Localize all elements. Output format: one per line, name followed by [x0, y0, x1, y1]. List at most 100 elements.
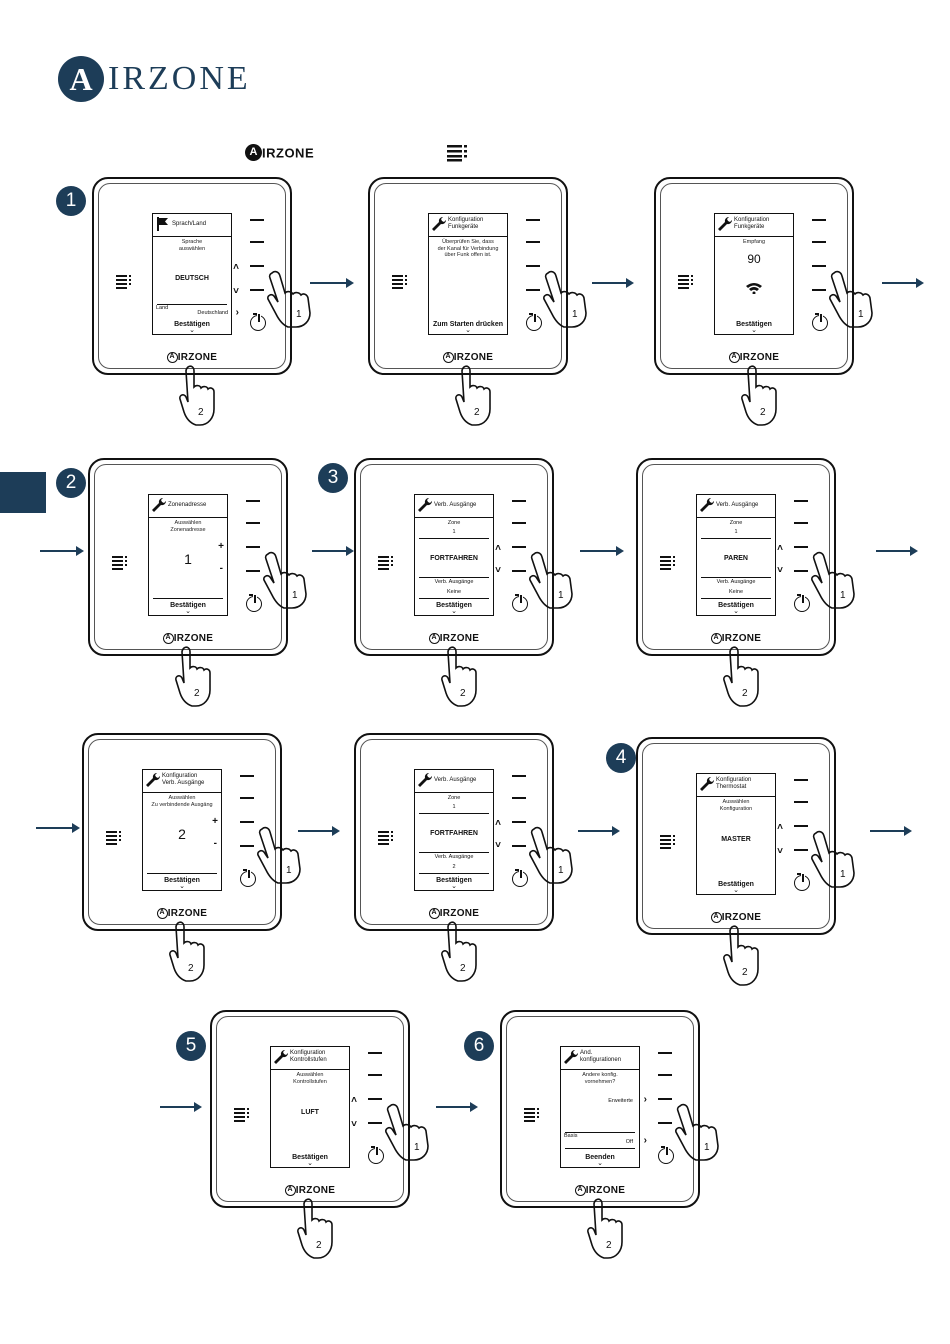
side-button[interactable] — [246, 522, 260, 524]
menu-icon[interactable] — [678, 275, 694, 289]
menu-icon[interactable] — [112, 556, 128, 570]
side-button[interactable] — [794, 779, 808, 781]
divider — [565, 1148, 635, 1149]
power-icon[interactable] — [368, 1146, 384, 1164]
side-button[interactable] — [368, 1052, 382, 1054]
up-arrow-icon[interactable]: ˄ — [495, 818, 501, 829]
menu-icon[interactable] — [106, 831, 122, 845]
side-button[interactable] — [246, 546, 260, 548]
confirm-button[interactable]: Bestätigen — [170, 602, 206, 609]
power-icon[interactable] — [526, 313, 542, 331]
side-button[interactable] — [794, 522, 808, 524]
side-button[interactable] — [512, 845, 526, 847]
side-button[interactable] — [812, 289, 826, 291]
power-icon[interactable] — [512, 594, 528, 612]
side-button[interactable] — [794, 825, 808, 827]
side-button[interactable] — [526, 219, 540, 221]
menu-icon[interactable] — [116, 275, 132, 289]
side-button[interactable] — [512, 500, 526, 502]
menu-icon[interactable] — [378, 556, 394, 570]
side-button[interactable] — [658, 1122, 672, 1124]
confirm-button[interactable]: Bestätigen — [292, 1154, 328, 1161]
plus-button[interactable]: + — [218, 541, 224, 552]
side-button[interactable] — [240, 821, 254, 823]
confirm-button[interactable]: Bestätigen — [174, 321, 210, 328]
menu-icon[interactable] — [378, 831, 394, 845]
confirm-button[interactable]: Beenden — [585, 1154, 615, 1161]
side-button[interactable] — [512, 522, 526, 524]
menu-icon[interactable] — [392, 275, 408, 289]
up-arrow-icon[interactable]: ˄ — [777, 543, 783, 554]
power-icon[interactable] — [250, 313, 266, 331]
power-icon[interactable] — [812, 313, 828, 331]
up-arrow-icon[interactable]: ˄ — [233, 262, 239, 273]
side-button[interactable] — [368, 1074, 382, 1076]
side-button[interactable] — [812, 241, 826, 243]
side-button[interactable] — [240, 797, 254, 799]
side-button[interactable] — [250, 289, 264, 291]
side-button[interactable] — [658, 1098, 672, 1100]
power-icon[interactable] — [794, 594, 810, 612]
right-arrow-icon[interactable]: › — [235, 307, 239, 318]
side-button[interactable] — [658, 1052, 672, 1054]
hand-label-1: 1 — [858, 309, 864, 320]
power-icon[interactable] — [512, 869, 528, 887]
down-arrow-icon[interactable]: ˅ — [495, 840, 501, 851]
down-arrow-icon[interactable]: ˅ — [351, 1119, 357, 1130]
menu-icon[interactable] — [660, 835, 676, 849]
confirm-button[interactable]: Bestätigen — [736, 321, 772, 328]
up-arrow-icon[interactable]: ˄ — [777, 822, 783, 833]
side-button[interactable] — [512, 821, 526, 823]
side-button[interactable] — [658, 1074, 672, 1076]
confirm-button[interactable]: Bestätigen — [436, 877, 472, 884]
power-icon[interactable] — [240, 869, 256, 887]
side-button[interactable] — [246, 570, 260, 572]
side-button[interactable] — [794, 801, 808, 803]
side-button[interactable] — [240, 775, 254, 777]
up-arrow-icon[interactable]: ˄ — [351, 1095, 357, 1106]
side-button[interactable] — [512, 775, 526, 777]
confirm-button[interactable]: Bestätigen — [436, 602, 472, 609]
power-icon[interactable] — [246, 594, 262, 612]
minus-button[interactable]: - — [213, 838, 217, 849]
menu-icon[interactable] — [234, 1108, 250, 1122]
up-arrow-icon[interactable]: ˄ — [495, 543, 501, 554]
side-button[interactable] — [812, 219, 826, 221]
menu-icon[interactable] — [660, 556, 676, 570]
right-arrow-icon[interactable]: › — [643, 1094, 647, 1105]
side-button[interactable] — [812, 265, 826, 267]
down-arrow-icon[interactable]: ˅ — [495, 565, 501, 576]
power-icon[interactable] — [658, 1146, 674, 1164]
logo-wordmark: IRZONE — [108, 60, 251, 97]
down-arrow-icon[interactable]: ˅ — [777, 846, 783, 857]
side-button[interactable] — [246, 500, 260, 502]
confirm-button[interactable]: Bestätigen — [718, 602, 754, 609]
side-button[interactable] — [794, 570, 808, 572]
side-button[interactable] — [240, 845, 254, 847]
right-arrow-icon[interactable]: › — [643, 1135, 647, 1146]
down-arrow-icon[interactable]: ˅ — [233, 286, 239, 297]
side-button[interactable] — [794, 500, 808, 502]
side-button[interactable] — [250, 241, 264, 243]
side-button[interactable] — [512, 797, 526, 799]
side-button[interactable] — [526, 265, 540, 267]
power-icon[interactable] — [794, 873, 810, 891]
side-button[interactable] — [526, 241, 540, 243]
side-button[interactable] — [794, 546, 808, 548]
side-button[interactable] — [794, 849, 808, 851]
side-button[interactable] — [512, 546, 526, 548]
minus-button[interactable]: - — [219, 563, 223, 574]
side-button[interactable] — [368, 1122, 382, 1124]
device-bezel — [642, 743, 830, 929]
side-button[interactable] — [250, 219, 264, 221]
confirm-button[interactable]: Zum Starten drücken — [432, 321, 503, 328]
confirm-button[interactable]: Bestätigen — [718, 881, 754, 888]
down-arrow-icon[interactable]: ˅ — [777, 565, 783, 576]
confirm-button[interactable]: Bestätigen — [164, 877, 200, 884]
side-button[interactable] — [512, 570, 526, 572]
side-button[interactable] — [250, 265, 264, 267]
side-button[interactable] — [526, 289, 540, 291]
side-button[interactable] — [368, 1098, 382, 1100]
plus-button[interactable]: + — [212, 816, 218, 827]
menu-icon[interactable] — [524, 1108, 540, 1122]
